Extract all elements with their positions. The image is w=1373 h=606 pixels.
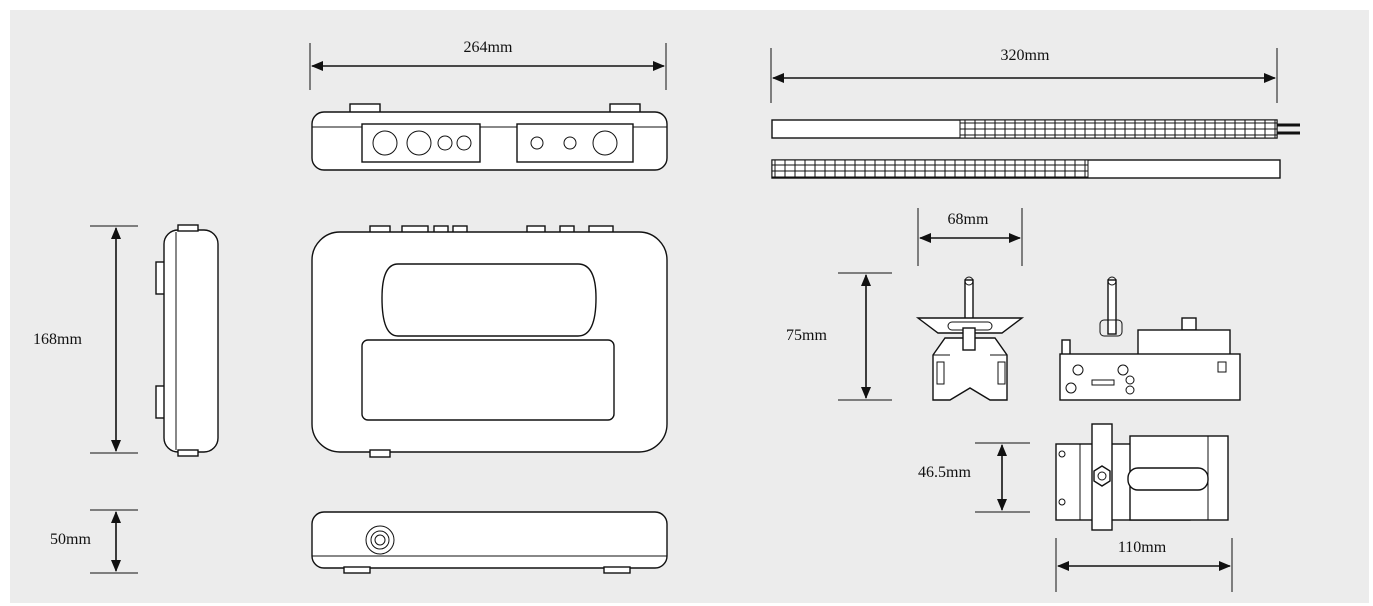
side-view-device [155,224,219,457]
base-top-view [1055,423,1229,531]
side-height-dimension: 168mm [33,225,138,454]
side-height-label: 168mm [33,331,82,348]
clamp-width-dimension: 68mm [917,208,1023,266]
clamp-height-dimension: 75mm [786,272,892,401]
front-height-dimension: 50mm [50,509,138,574]
cable-length-label: 320mm [1001,47,1050,64]
cable-strips [771,119,1300,179]
clamp-height-label: 75mm [786,327,827,344]
clamp-width-label: 68mm [948,211,989,228]
top-width-dimension: 264mm [309,39,667,90]
base-length-label: 110mm [1118,539,1167,556]
clamp-front-view [915,276,1025,401]
front-height-label: 50mm [50,531,91,548]
top-view-device [311,103,668,171]
base-depth-dimension: 46.5mm [918,442,1030,513]
top-width-label: 264mm [464,39,513,56]
main-view-device [311,225,668,458]
clamp-side-view [1059,276,1241,401]
bottom-view-device [311,511,668,574]
base-depth-label: 46.5mm [918,464,971,481]
base-length-dimension: 110mm [1055,538,1233,592]
cable-length-dimension: 320mm [770,47,1278,103]
